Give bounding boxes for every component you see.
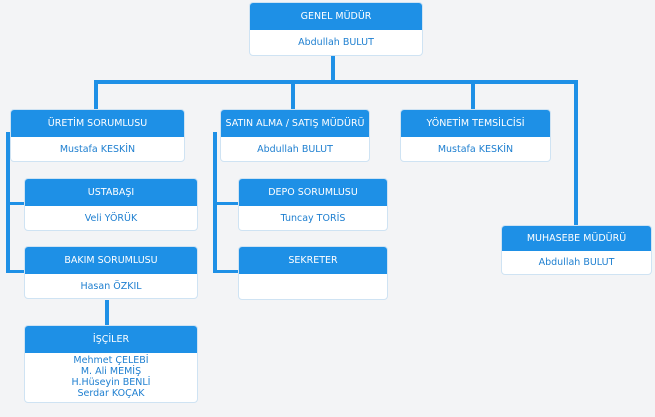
person-name: Mustafa KESKİN bbox=[437, 144, 514, 155]
connector-muhasebe-drop bbox=[574, 80, 578, 226]
node-names: Abdullah BULUT bbox=[502, 251, 651, 268]
node-sekreter[interactable]: SEKRETER bbox=[238, 246, 388, 300]
connector-sekreter-branch bbox=[213, 270, 239, 273]
node-title: GENEL MÜDÜR bbox=[250, 3, 422, 30]
person-name: Abdullah BULUT bbox=[298, 37, 374, 48]
person-name: Abdullah BULUT bbox=[538, 257, 615, 268]
node-genel-mudur[interactable]: GENEL MÜDÜR Abdullah BULUT bbox=[249, 2, 423, 56]
connector-top-bar bbox=[94, 80, 578, 84]
person-name: Veli YÖRÜK bbox=[84, 213, 138, 224]
node-names: Veli YÖRÜK bbox=[25, 206, 197, 224]
connector-top-stem bbox=[331, 56, 335, 81]
person-name: M. Ali MEMİŞ bbox=[80, 366, 142, 377]
connector-ustabasi-branch bbox=[6, 202, 24, 205]
node-names: Abdullah BULUT bbox=[221, 137, 369, 155]
connector-yonetim-drop bbox=[471, 80, 475, 110]
connector-bakim-isciler bbox=[105, 300, 109, 326]
connector-depo-branch bbox=[213, 202, 239, 205]
node-names: Hasan ÖZKIL bbox=[25, 274, 197, 292]
connector-uretim-drop bbox=[94, 80, 98, 110]
node-title: İŞÇİLER bbox=[25, 326, 197, 353]
node-title: DEPO SORUMLUSU bbox=[239, 179, 387, 206]
node-names: Mustafa KESKİN bbox=[11, 137, 184, 155]
node-title: USTABAŞI bbox=[25, 179, 197, 206]
node-names: Mustafa KESKİN bbox=[401, 137, 550, 155]
node-ustabasi[interactable]: USTABAŞI Veli YÖRÜK bbox=[24, 178, 198, 231]
person-name: Mehmet ÇELEBİ bbox=[73, 355, 149, 366]
node-names: Abdullah BULUT bbox=[250, 30, 422, 48]
node-title: SATIN ALMA / SATIŞ MÜDÜRÜ bbox=[221, 110, 369, 137]
node-names: Tuncay TORİS bbox=[239, 206, 387, 224]
node-bakim-sorumlusu[interactable]: BAKIM SORUMLUSU Hasan ÖZKIL bbox=[24, 246, 198, 299]
node-depo-sorumlusu[interactable]: DEPO SORUMLUSU Tuncay TORİS bbox=[238, 178, 388, 231]
connector-satin-alma-drop bbox=[291, 80, 295, 110]
node-title: BAKIM SORUMLUSU bbox=[25, 247, 197, 274]
node-title: SEKRETER bbox=[239, 247, 387, 274]
node-yonetim-temsilcisi[interactable]: YÖNETİM TEMSİLCİSİ Mustafa KESKİN bbox=[400, 109, 551, 162]
node-names bbox=[239, 274, 387, 281]
person-name: Abdullah BULUT bbox=[257, 144, 333, 155]
person-name: Tuncay TORİS bbox=[280, 213, 346, 224]
person-name: H.Hüseyin BENLİ bbox=[71, 377, 151, 388]
node-satin-alma-satis-muduru[interactable]: SATIN ALMA / SATIŞ MÜDÜRÜ Abdullah BULUT bbox=[220, 109, 370, 162]
node-title: MUHASEBE MÜDÜRÜ bbox=[502, 226, 651, 251]
connector-bakim-branch bbox=[6, 270, 24, 273]
person-name: Mustafa KESKİN bbox=[59, 144, 136, 155]
person-name: Hasan ÖZKIL bbox=[80, 281, 142, 292]
node-title: YÖNETİM TEMSİLCİSİ bbox=[401, 110, 550, 137]
node-title: ÜRETİM SORUMLUSU bbox=[11, 110, 184, 137]
node-muhasebe-muduru[interactable]: MUHASEBE MÜDÜRÜ Abdullah BULUT bbox=[501, 225, 652, 275]
person-name: Serdar KOÇAK bbox=[77, 388, 145, 399]
node-isciler[interactable]: İŞÇİLER Mehmet ÇELEBİ M. Ali MEMİŞ H.Hüs… bbox=[24, 325, 198, 403]
node-names: Mehmet ÇELEBİ M. Ali MEMİŞ H.Hüseyin BEN… bbox=[25, 353, 197, 399]
node-uretim-sorumlusu[interactable]: ÜRETİM SORUMLUSU Mustafa KESKİN bbox=[10, 109, 185, 162]
